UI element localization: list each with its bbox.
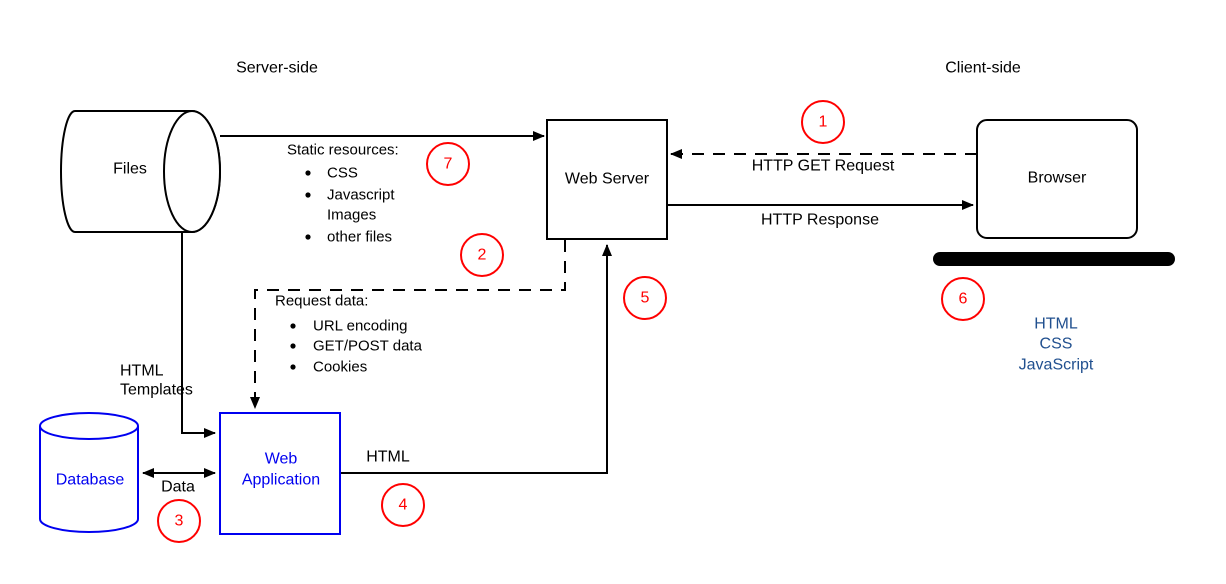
browser-node: Browser [976, 119, 1138, 239]
html-templates-line1: HTML [120, 363, 164, 380]
http-response-label: HTTP Response [761, 212, 879, 229]
step-number: 3 [175, 513, 184, 530]
request-data-list: Request data: URL encoding GET/POST data… [275, 293, 423, 376]
browser-label: Browser [1028, 170, 1087, 187]
web-application-node: Web Application [219, 412, 341, 535]
database-node: Database [39, 412, 139, 533]
bullet-icon [305, 170, 311, 176]
step-badge-4: 4 [381, 483, 425, 527]
request-data-item: Cookies [313, 359, 367, 376]
step-number: 2 [478, 247, 487, 264]
laptop-base-shape [933, 252, 1175, 266]
edge-generated-html [340, 244, 612, 474]
generated-html-label: HTML [366, 449, 410, 466]
step-badge-1: 1 [801, 100, 845, 144]
step-badge-7: 7 [426, 142, 470, 186]
static-resources-title: Static resources: [287, 142, 399, 159]
static-resources-item: other files [327, 229, 392, 246]
static-resources-item: Images [327, 207, 376, 224]
database-label: Database [56, 472, 125, 489]
html-templates-label: HTML Templates [120, 363, 193, 399]
client-output-item: CSS [1040, 336, 1073, 353]
step-badge-3: 3 [157, 499, 201, 543]
server-side-label: Server-side [236, 60, 318, 77]
step-badge-6: 6 [941, 277, 985, 321]
request-data-item: GET/POST data [313, 338, 423, 355]
web-application-label-line2: Application [242, 472, 320, 489]
request-data-title: Request data: [275, 293, 368, 310]
step-badge-2: 2 [460, 233, 504, 277]
request-data-item: URL encoding [313, 318, 408, 335]
static-resources-item: CSS [327, 165, 358, 182]
web-application-label-line1: Web [265, 451, 298, 468]
files-label: Files [113, 161, 147, 178]
web-server-label: Web Server [565, 171, 650, 188]
static-resources-list: Static resources: CSS Javascript Images … [287, 142, 399, 246]
bullet-icon [290, 343, 296, 349]
step-number: 6 [959, 291, 968, 308]
bullet-icon [305, 234, 311, 240]
client-outputs-list: HTML CSS JavaScript [1019, 316, 1094, 374]
bullet-icon [290, 364, 296, 370]
web-server-node: Web Server [546, 119, 668, 240]
bullet-icon [290, 323, 296, 329]
step-number: 5 [641, 290, 650, 307]
html-templates-line2: Templates [120, 382, 193, 399]
client-side-label: Client-side [945, 60, 1021, 77]
client-output-item: JavaScript [1019, 357, 1094, 374]
data-label: Data [161, 479, 195, 496]
step-number: 7 [444, 156, 453, 173]
bullet-icon [305, 192, 311, 198]
http-get-request-label: HTTP GET Request [752, 158, 895, 175]
edge-request-data [250, 240, 566, 409]
client-output-item: HTML [1034, 316, 1078, 333]
files-node: Files [60, 110, 221, 233]
step-number: 4 [399, 497, 408, 514]
static-resources-item: Javascript [327, 187, 395, 204]
step-number: 1 [819, 114, 828, 131]
step-badge-5: 5 [623, 276, 667, 320]
edge-html-templates [181, 232, 216, 438]
